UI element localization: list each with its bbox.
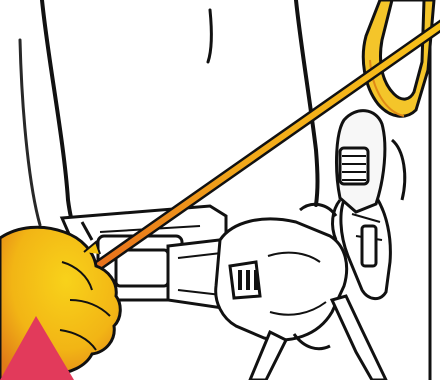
body-outline (20, 0, 318, 240)
carabiner-screwgate (337, 111, 405, 212)
webbing-loop (216, 204, 347, 340)
